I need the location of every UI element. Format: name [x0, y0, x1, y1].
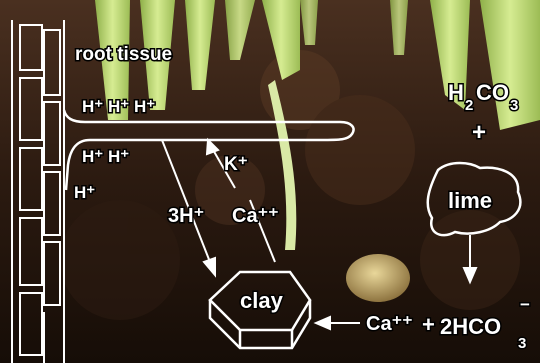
lime-label: lime: [448, 188, 492, 213]
root-tissue-label: root tissue: [75, 44, 172, 65]
plus-sign-bottom: +: [422, 312, 435, 337]
potassium-ion-label: K⁺: [224, 154, 248, 175]
hydrogen-ion-row3: H⁺: [74, 183, 95, 202]
plus-sign-top: +: [472, 119, 486, 146]
hco3-main: 2HCO: [440, 314, 501, 339]
h2co3-h: H: [448, 80, 464, 105]
hydrogen-ions-row1: H⁺ H⁺ H⁺: [82, 97, 155, 116]
calcium-ion-right-label: Ca⁺⁺: [366, 313, 413, 335]
h2co3-sub-3: 3: [510, 97, 518, 114]
h2co3-sub-2: 2: [465, 97, 473, 114]
clay-label: clay: [240, 288, 284, 313]
hco3-charge: −: [520, 295, 530, 314]
pebble: [346, 254, 410, 302]
calcium-ion-left-label: Ca⁺⁺: [232, 205, 279, 227]
hydrogen-ions-row2: H⁺ H⁺: [82, 147, 129, 166]
hco3-sub-3: 3: [518, 335, 526, 352]
h2co3-co: CO: [476, 80, 509, 105]
three-hydrogen-label: 3H⁺: [168, 205, 204, 227]
